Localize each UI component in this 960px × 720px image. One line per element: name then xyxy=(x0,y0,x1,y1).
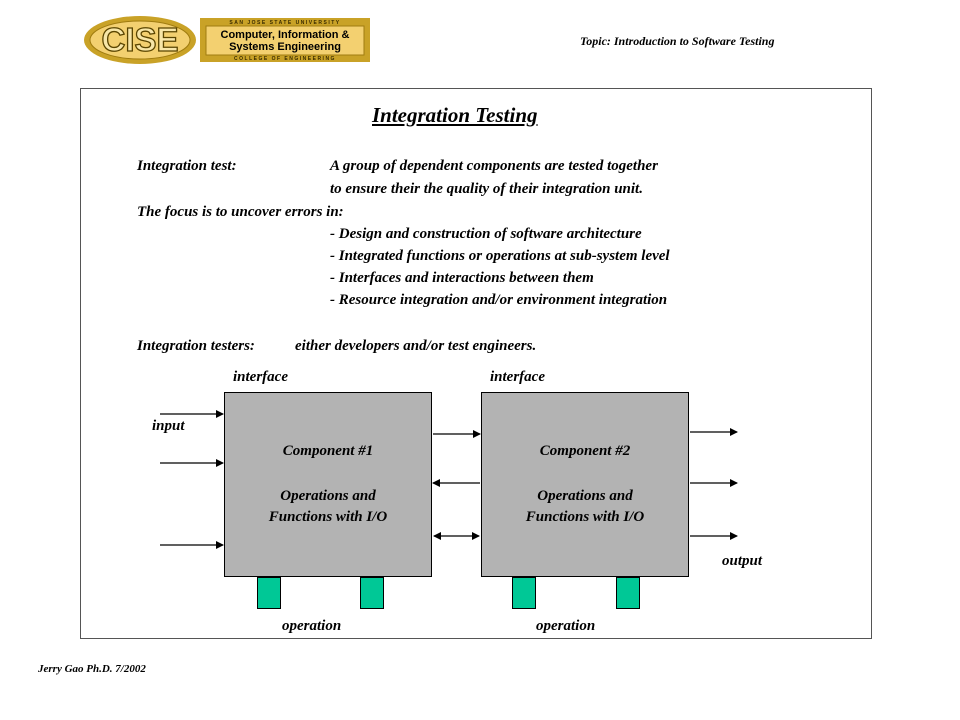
logo-line2: Systems Engineering xyxy=(229,41,341,53)
logo-college: COLLEGE OF ENGINEERING xyxy=(234,56,336,62)
operation-label: operation xyxy=(282,618,342,634)
focus-item: - Resource integration and/or environmen… xyxy=(330,292,668,308)
slide-frame xyxy=(80,88,872,639)
operation-block xyxy=(512,577,536,609)
logo-line1: Computer, Information & xyxy=(221,29,350,41)
component-2-box: Component #2 Operations and Functions wi… xyxy=(481,392,689,577)
testers-desc: either developers and/or test engineers. xyxy=(295,338,537,354)
component-1-box: Component #1 Operations and Functions wi… xyxy=(224,392,432,577)
footer-author: Jerry Gao Ph.D. 7/2002 xyxy=(38,663,146,675)
focus-item: - Design and construction of software ar… xyxy=(330,226,642,242)
focus-item: - Interfaces and interactions between th… xyxy=(330,270,594,286)
logo-university: SAN JOSE STATE UNIVERSITY xyxy=(229,20,340,26)
integration-test-desc-1: A group of dependent components are test… xyxy=(330,158,658,174)
focus-label: The focus is to uncover errors in: xyxy=(137,204,344,220)
component-1-desc-1: Operations and xyxy=(280,488,376,504)
operation-block xyxy=(616,577,640,609)
interface-label: interface xyxy=(233,369,288,385)
operation-block xyxy=(360,577,384,609)
component-2-desc-1: Operations and xyxy=(537,488,633,504)
component-2-name: Component #2 xyxy=(539,443,631,459)
focus-item: - Integrated functions or operations at … xyxy=(330,248,670,264)
input-label: input xyxy=(152,418,185,434)
cise-logo: CISE SAN JOSE STATE UNIVERSITY Computer,… xyxy=(84,16,370,64)
integration-test-desc-2: to ensure their the quality of their int… xyxy=(330,181,643,197)
output-label: output xyxy=(722,553,763,569)
component-2-desc-2: Functions with I/O xyxy=(525,509,645,525)
interface-label: interface xyxy=(490,369,545,385)
component-1-desc-2: Functions with I/O xyxy=(268,509,388,525)
component-1-name: Component #1 xyxy=(282,443,374,459)
integration-test-label: Integration test: xyxy=(137,158,237,174)
testers-label: Integration testers: xyxy=(137,338,255,354)
topic-label: Topic: Introduction to Software Testing xyxy=(580,34,775,48)
operation-label: operation xyxy=(536,618,596,634)
slide-title: Integration Testing xyxy=(372,103,538,127)
operation-block xyxy=(257,577,281,609)
logo-letters: CISE xyxy=(101,21,178,58)
